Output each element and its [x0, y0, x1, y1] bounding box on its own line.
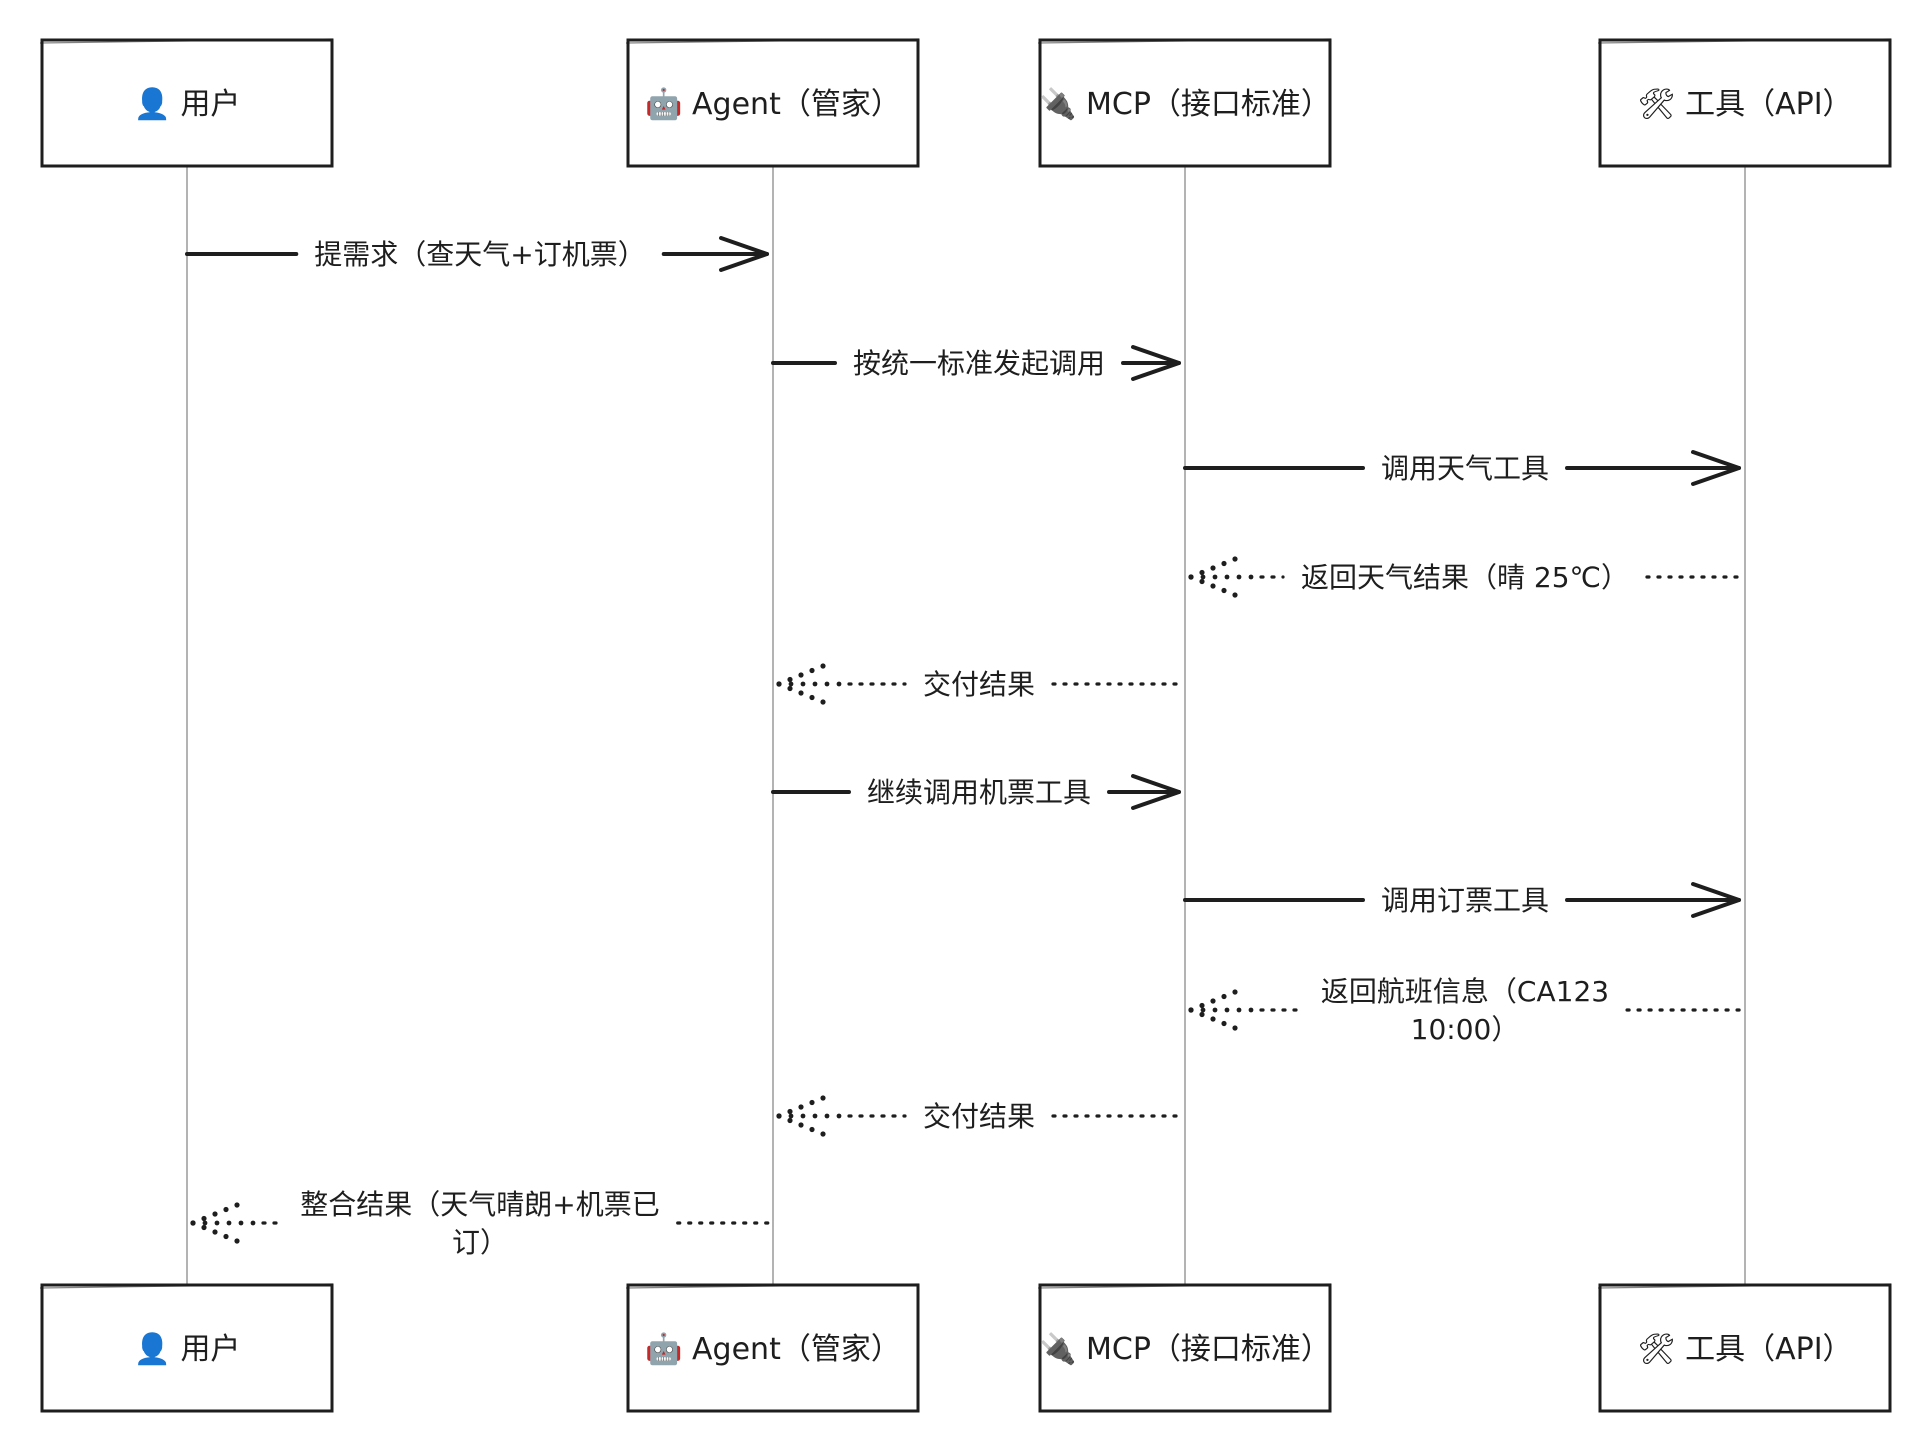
sketch-stroke	[39, 1283, 334, 1289]
box-frame	[626, 38, 920, 168]
message-label: 调用订票工具	[1381, 884, 1549, 917]
message-label: 交付结果	[923, 668, 1035, 701]
message-label-line: 提需求（查天气+订机票）	[314, 238, 645, 271]
message-label-line: 调用天气工具	[1381, 452, 1549, 485]
sketch-stroke	[625, 1283, 920, 1289]
participant-label: 🛠 工具（API）	[1637, 87, 1852, 122]
arrowhead	[1131, 345, 1181, 381]
message-3: 调用天气工具	[1183, 450, 1741, 486]
box-frame	[1598, 38, 1892, 168]
message-label-line: 10:00）	[1411, 1013, 1520, 1046]
user-icon: 👤	[134, 1331, 181, 1367]
participant-label: 👤 用户	[134, 86, 241, 122]
sketch-stroke	[1037, 1283, 1332, 1289]
participant-label-text: MCP（接口标准）	[1086, 1332, 1331, 1367]
message-label-line: 订）	[452, 1226, 508, 1259]
participant-label: 🛠 工具（API）	[1637, 1332, 1852, 1367]
dotted-arrowhead	[1188, 556, 1254, 598]
message-label: 继续调用机票工具	[867, 776, 1091, 809]
sketch-stroke	[1597, 38, 1892, 44]
participant-label-text: Agent（管家）	[692, 1332, 901, 1367]
dotted-arrowhead	[1188, 989, 1254, 1031]
message-2: 按统一标准发起调用	[771, 345, 1181, 381]
robot-icon: 🤖	[645, 86, 692, 122]
sketch-stroke	[625, 38, 920, 44]
plug-icon: 🔌	[1039, 1331, 1086, 1367]
message-label-line: 交付结果	[923, 1100, 1035, 1133]
sketch-stroke	[1037, 38, 1332, 44]
message-label-line: 整合结果（天气晴朗+机票已	[300, 1188, 659, 1221]
participant-label: 🔌 MCP（接口标准）	[1039, 1331, 1331, 1367]
arrowhead	[1691, 882, 1741, 918]
box-frame	[40, 1283, 334, 1413]
box-frame	[626, 1283, 920, 1413]
message-label: 按统一标准发起调用	[853, 347, 1105, 380]
message-label-line: 继续调用机票工具	[867, 776, 1091, 809]
message-label: 提需求（查天气+订机票）	[314, 238, 645, 271]
participant-label-text: 用户	[180, 87, 240, 122]
participant-label-text: Agent（管家）	[692, 87, 901, 122]
participant-box-tool-top: 🛠 工具（API）	[1597, 38, 1892, 168]
plug-icon: 🔌	[1039, 86, 1086, 122]
message-5: 交付结果	[776, 663, 1187, 705]
participant-label: 🤖 Agent（管家）	[645, 86, 901, 122]
message-label: 调用天气工具	[1381, 452, 1549, 485]
dotted-arrowhead	[190, 1202, 256, 1244]
message-6: 继续调用机票工具	[771, 774, 1181, 810]
participant-label-text: 工具（API）	[1685, 87, 1852, 122]
arrowhead	[1131, 774, 1181, 810]
participant-label: 👤 用户	[134, 1331, 241, 1367]
participant-box-user-bottom: 👤 用户	[39, 1283, 334, 1413]
message-4: 返回天气结果（晴 25℃）	[1188, 556, 1747, 598]
box-frame	[40, 38, 334, 168]
participant-box-agent-bottom: 🤖 Agent（管家）	[625, 1283, 920, 1413]
message-label-line: 交付结果	[923, 668, 1035, 701]
participant-label: 🔌 MCP（接口标准）	[1039, 86, 1331, 122]
message-label-line: 调用订票工具	[1381, 884, 1549, 917]
arrowhead	[1691, 450, 1741, 486]
tools-icon: 🛠	[1637, 1332, 1685, 1367]
message-label-line: 返回天气结果（晴 25℃）	[1301, 561, 1629, 594]
box-frame	[1038, 38, 1332, 168]
message-label: 整合结果（天气晴朗+机票已订）	[300, 1188, 659, 1259]
sketch-stroke	[1597, 1283, 1892, 1289]
message-label: 返回航班信息（CA123 10:00）	[1321, 975, 1609, 1046]
message-7: 调用订票工具	[1183, 882, 1741, 918]
box-frame	[1598, 1283, 1892, 1413]
participant-box-user-top: 👤 用户	[39, 38, 334, 168]
participant-box-agent-top: 🤖 Agent（管家）	[625, 38, 920, 168]
participant-label: 🤖 Agent（管家）	[645, 1331, 901, 1367]
participant-label-text: MCP（接口标准）	[1086, 87, 1331, 122]
participant-box-tool-bottom: 🛠 工具（API）	[1597, 1283, 1892, 1413]
message-8: 返回航班信息（CA123 10:00）	[1188, 975, 1747, 1046]
message-label-line: 返回航班信息（CA123	[1321, 975, 1609, 1008]
tools-icon: 🛠	[1637, 87, 1685, 122]
participant-boxes: 👤 用户 🤖 Agent（管家） 🔌 MCP（接口标准） 🛠 工具（API） 👤 用户 🤖…	[39, 38, 1892, 1413]
box-frame	[1038, 1283, 1332, 1413]
robot-icon: 🤖	[645, 1331, 692, 1367]
participant-box-mcp-top: 🔌 MCP（接口标准）	[1037, 38, 1332, 168]
message-label: 交付结果	[923, 1100, 1035, 1133]
participant-box-mcp-bottom: 🔌 MCP（接口标准）	[1037, 1283, 1332, 1413]
dotted-arrowhead	[776, 663, 842, 705]
lifelines	[186, 166, 1746, 1285]
message-1: 提需求（查天气+订机票）	[185, 236, 769, 272]
participant-label-text: 工具（API）	[1685, 1332, 1852, 1367]
message-9: 交付结果	[776, 1095, 1187, 1137]
dotted-arrowhead	[776, 1095, 842, 1137]
message-10: 整合结果（天气晴朗+机票已订）	[190, 1188, 775, 1259]
arrowhead	[719, 236, 769, 272]
message-label-line: 按统一标准发起调用	[853, 347, 1105, 380]
user-icon: 👤	[134, 86, 181, 122]
participant-label-text: 用户	[180, 1332, 240, 1367]
sketch-stroke	[39, 38, 334, 44]
message-label: 返回天气结果（晴 25℃）	[1301, 561, 1629, 594]
